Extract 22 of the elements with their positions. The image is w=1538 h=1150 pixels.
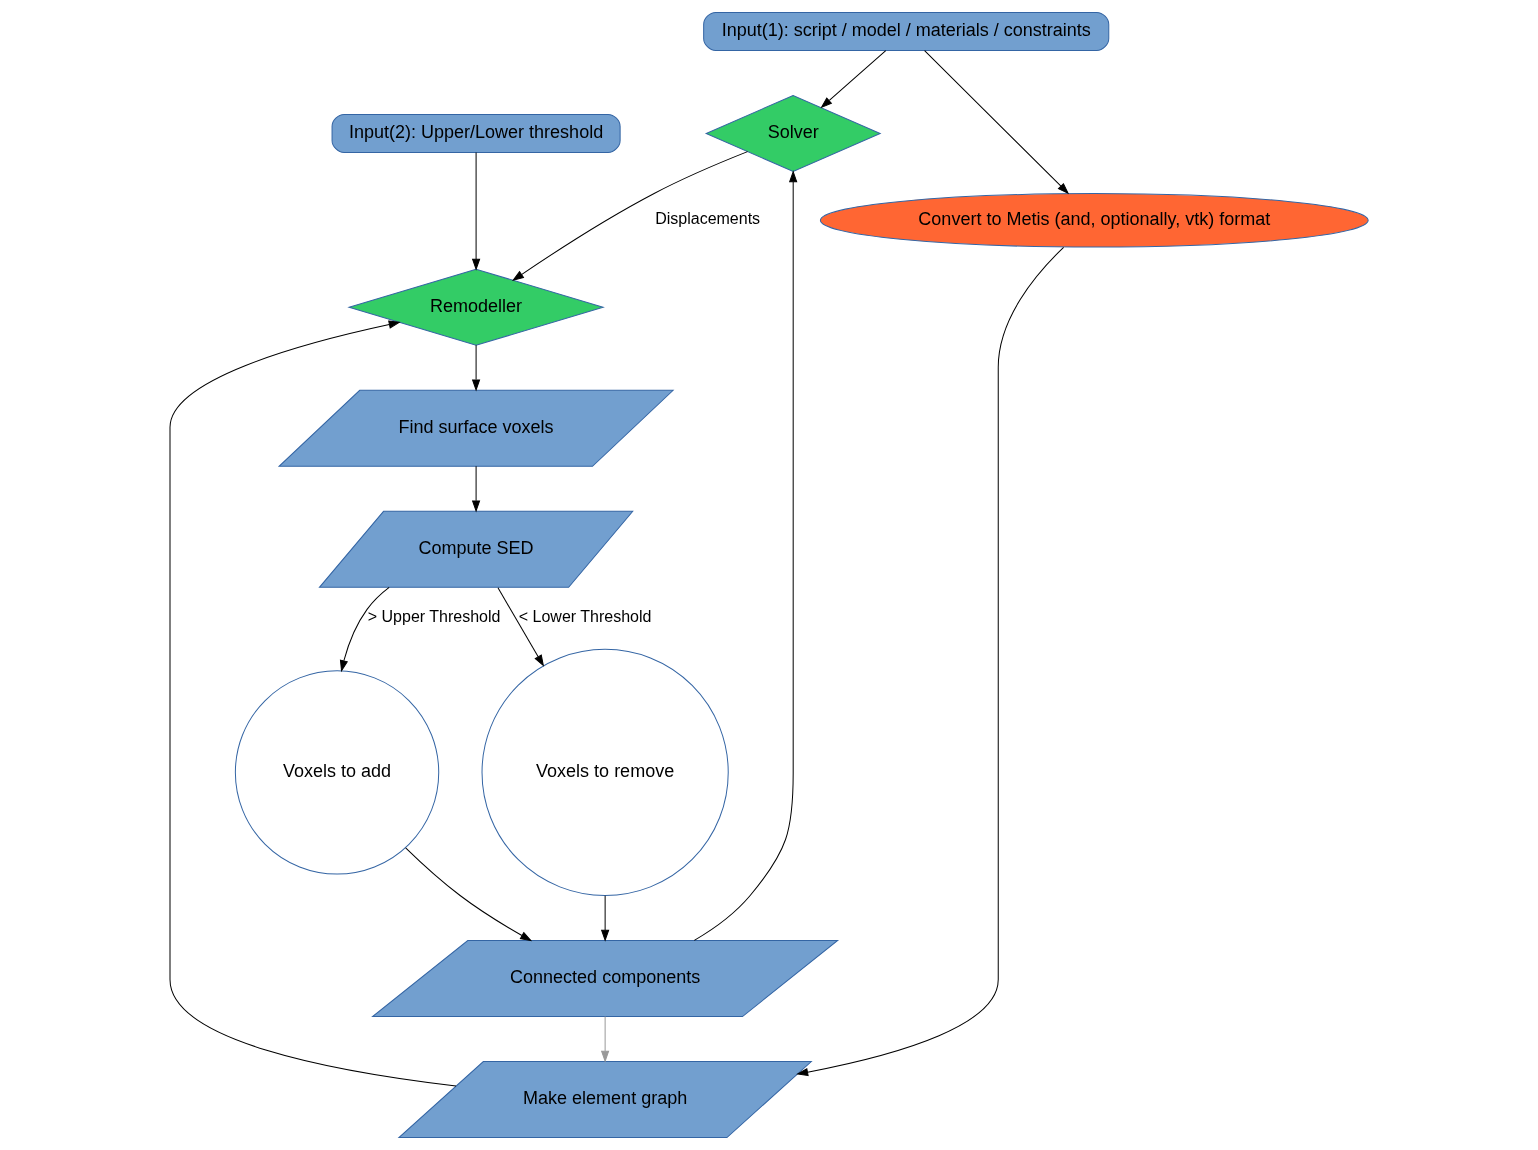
arrow	[601, 1016, 610, 1062]
edge-label: Displacements	[655, 210, 761, 228]
edge-label: > Upper Threshold	[367, 608, 501, 626]
arrow	[797, 246, 1065, 1077]
arrow	[601, 895, 610, 941]
node-ellipse: Convert to Metis (and, optionally, vtk) format	[819, 193, 1369, 248]
arrow	[472, 152, 481, 270]
node-box: Input(2): Upper/Lower threshold	[331, 113, 621, 153]
node-circle: Voxels to add	[234, 670, 440, 875]
arrow	[497, 587, 544, 667]
arrow	[339, 586, 390, 672]
arrow	[512, 151, 749, 281]
node-box: Input(1): script / model / materials / constraints	[703, 11, 1110, 51]
arrow	[169, 320, 457, 1087]
node-circle: Voxels to remove	[481, 648, 729, 897]
arrow	[821, 50, 887, 108]
edge-label: < Lower Threshold	[518, 608, 652, 626]
arrow	[693, 171, 798, 941]
arrow	[472, 344, 481, 391]
arrow	[472, 465, 481, 512]
arrow	[405, 847, 532, 941]
arrow	[924, 50, 1069, 194]
